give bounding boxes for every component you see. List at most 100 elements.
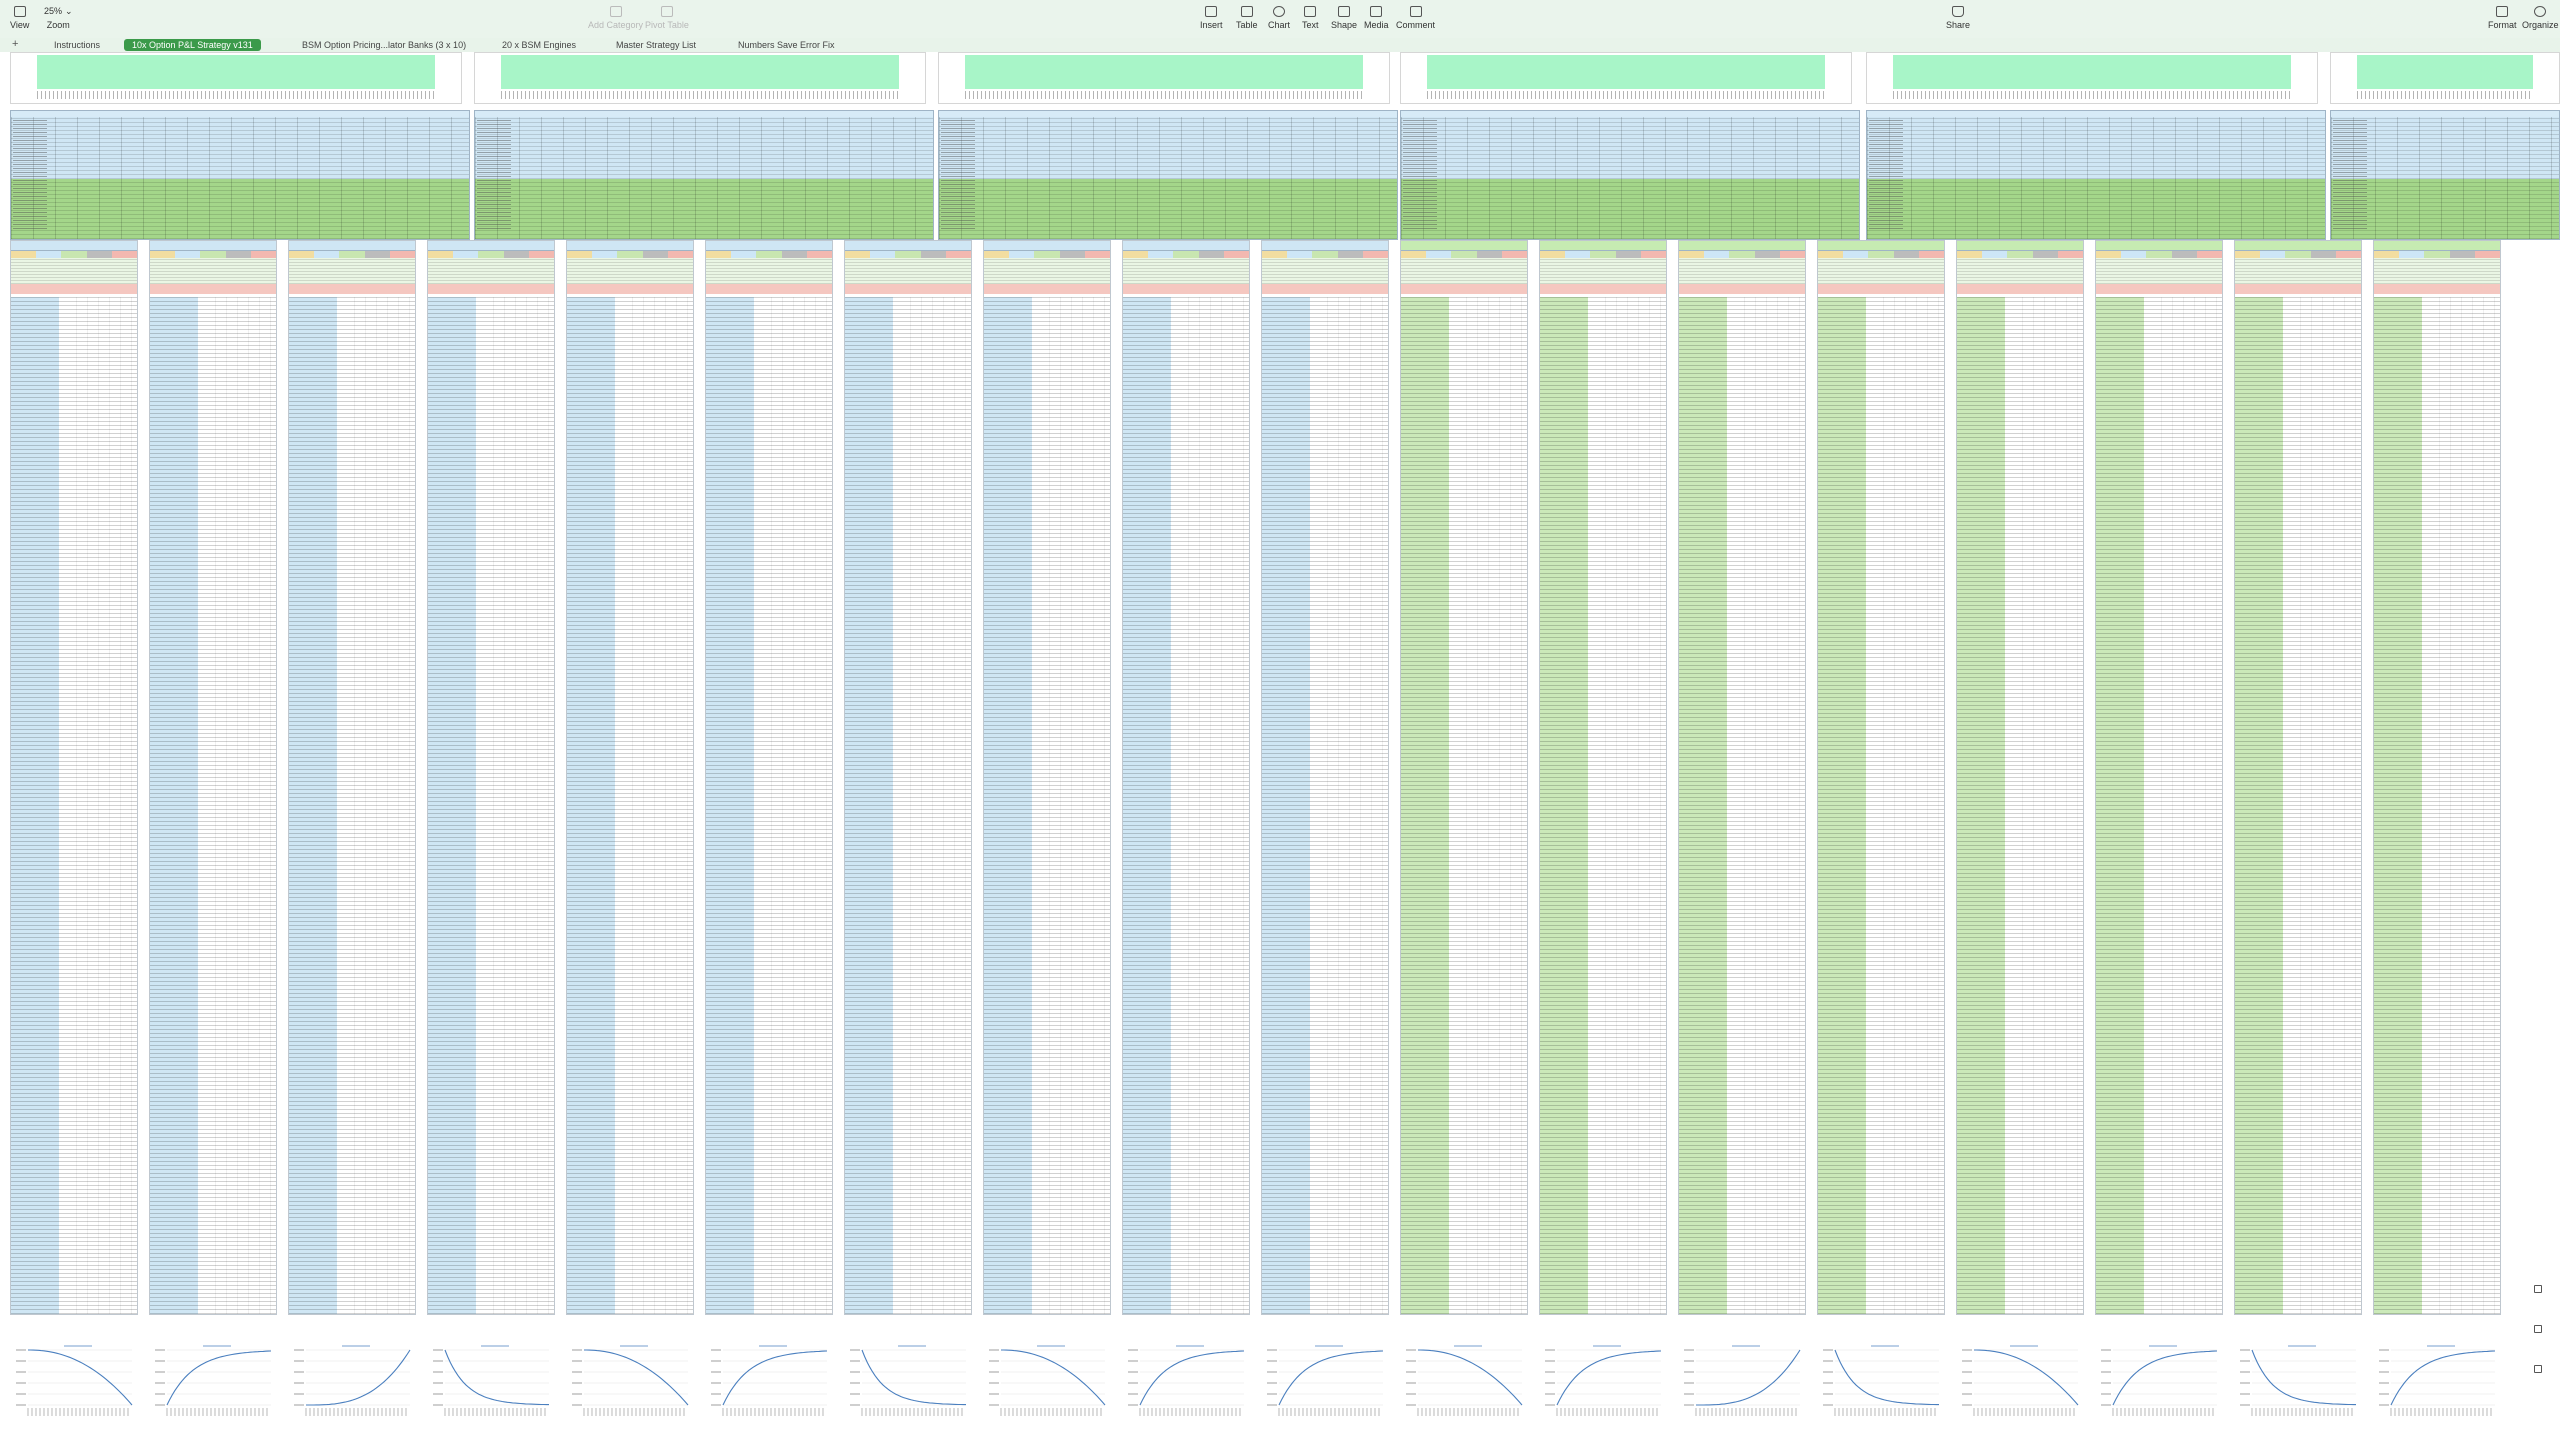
option-model-table[interactable] bbox=[2330, 110, 2560, 240]
strategy-summary-row bbox=[1679, 284, 1805, 294]
area-chart[interactable] bbox=[474, 52, 926, 104]
chart-area bbox=[965, 55, 1363, 89]
strategy-table[interactable] bbox=[1539, 240, 1667, 1315]
strategy-table[interactable] bbox=[844, 240, 972, 1315]
strategy-table-legend bbox=[289, 251, 415, 258]
payoff-line-chart[interactable] bbox=[153, 1342, 275, 1420]
strategy-table[interactable] bbox=[1817, 240, 1945, 1315]
pivot-table-icon bbox=[660, 6, 673, 17]
pivot-table-button[interactable]: Pivot Table bbox=[645, 6, 689, 30]
add-category-button[interactable]: Add Category bbox=[588, 6, 643, 30]
strategy-table[interactable] bbox=[2095, 240, 2223, 1315]
area-chart[interactable] bbox=[2330, 52, 2560, 104]
share-button[interactable]: Share bbox=[1946, 6, 1970, 30]
payoff-line-chart[interactable] bbox=[1404, 1342, 1526, 1420]
table-handle-icon[interactable] bbox=[2534, 1285, 2542, 1293]
payoff-line-chart[interactable] bbox=[709, 1342, 831, 1420]
insert-icon bbox=[1205, 6, 1218, 17]
model-outputs-section bbox=[939, 179, 1397, 239]
option-model-table[interactable] bbox=[10, 110, 470, 240]
tab-master-strategy-list[interactable]: Master Strategy List bbox=[616, 40, 697, 50]
chart-axis-ticks bbox=[2357, 91, 2533, 99]
strategy-table[interactable] bbox=[149, 240, 277, 1315]
format-button[interactable]: Format bbox=[2488, 6, 2517, 30]
payoff-line-chart[interactable] bbox=[2238, 1342, 2360, 1420]
strategy-table[interactable] bbox=[1122, 240, 1250, 1315]
payoff-line-chart[interactable] bbox=[2099, 1342, 2221, 1420]
payoff-line-chart[interactable] bbox=[292, 1342, 414, 1420]
media-label: Media bbox=[1364, 20, 1389, 30]
strategy-table[interactable] bbox=[2373, 240, 2501, 1315]
strategy-table[interactable] bbox=[288, 240, 416, 1315]
table-rows bbox=[2374, 297, 2500, 1314]
strategy-table[interactable] bbox=[2234, 240, 2362, 1315]
tab-numbers-save-error-fix[interactable]: Numbers Save Error Fix bbox=[738, 40, 835, 50]
option-model-table[interactable] bbox=[938, 110, 1398, 240]
table-rows bbox=[1957, 297, 2083, 1314]
price-column bbox=[567, 297, 615, 1314]
model-header bbox=[11, 111, 469, 117]
tab-bsm-option-pricing[interactable]: BSM Option Pricing...lator Banks (3 x 10… bbox=[302, 40, 467, 50]
line-chart-svg bbox=[155, 1345, 272, 1416]
option-model-table[interactable] bbox=[474, 110, 934, 240]
area-chart[interactable] bbox=[10, 52, 462, 104]
payoff-line-chart[interactable] bbox=[1265, 1342, 1387, 1420]
strategy-table[interactable] bbox=[1678, 240, 1806, 1315]
text-icon bbox=[1304, 6, 1317, 17]
model-row-labels bbox=[1869, 119, 1903, 229]
shape-button[interactable]: Shape bbox=[1331, 6, 1357, 30]
table-handle-icon[interactable] bbox=[2534, 1325, 2542, 1333]
sheet-canvas[interactable] bbox=[0, 52, 2560, 1440]
payoff-line-chart[interactable] bbox=[848, 1342, 970, 1420]
payoff-line-chart[interactable] bbox=[1821, 1342, 1943, 1420]
series-line bbox=[1139, 1350, 1245, 1406]
strategy-table[interactable] bbox=[1261, 240, 1389, 1315]
strategy-table[interactable] bbox=[10, 240, 138, 1315]
comment-icon bbox=[1409, 6, 1422, 17]
payoff-line-chart[interactable] bbox=[1126, 1342, 1248, 1420]
strategy-params bbox=[428, 258, 554, 284]
option-model-table[interactable] bbox=[1400, 110, 1860, 240]
strategy-table[interactable] bbox=[705, 240, 833, 1315]
organize-button[interactable]: Organize bbox=[2522, 6, 2559, 30]
strategy-table-title bbox=[845, 241, 971, 251]
tab-instructions[interactable]: Instructions bbox=[54, 40, 101, 50]
table-rows bbox=[1123, 297, 1249, 1314]
insert-button[interactable]: Insert bbox=[1200, 6, 1223, 30]
payoff-line-chart[interactable] bbox=[431, 1342, 553, 1420]
tab-option-pl-strategy[interactable]: 10x Option P&L Strategy v131 bbox=[124, 39, 261, 51]
option-model-table[interactable] bbox=[1866, 110, 2326, 240]
model-outputs-section bbox=[475, 179, 933, 239]
strategy-params bbox=[1818, 258, 1944, 284]
strategy-table-title bbox=[1123, 241, 1249, 251]
payoff-line-chart[interactable] bbox=[2377, 1342, 2499, 1420]
area-chart[interactable] bbox=[938, 52, 1390, 104]
chart-button[interactable]: Chart bbox=[1268, 6, 1290, 30]
payoff-line-chart[interactable] bbox=[14, 1342, 136, 1420]
payoff-line-chart[interactable] bbox=[1960, 1342, 2082, 1420]
view-button[interactable]: View bbox=[10, 6, 29, 30]
payoff-line-chart[interactable] bbox=[1543, 1342, 1665, 1420]
area-chart[interactable] bbox=[1400, 52, 1852, 104]
model-inputs-section bbox=[1867, 117, 2325, 179]
comment-button[interactable]: Comment bbox=[1396, 6, 1435, 30]
add-sheet-plus-icon[interactable]: + bbox=[12, 38, 19, 50]
strategy-table[interactable] bbox=[566, 240, 694, 1315]
payoff-line-chart[interactable] bbox=[570, 1342, 692, 1420]
table-button[interactable]: Table bbox=[1236, 6, 1258, 30]
payoff-line-chart[interactable] bbox=[987, 1342, 1109, 1420]
model-header bbox=[939, 111, 1397, 117]
model-row-labels bbox=[477, 119, 511, 229]
area-chart[interactable] bbox=[1866, 52, 2318, 104]
strategy-table[interactable] bbox=[983, 240, 1111, 1315]
text-button[interactable]: Text bbox=[1302, 6, 1319, 30]
strategy-table[interactable] bbox=[1400, 240, 1528, 1315]
media-button[interactable]: Media bbox=[1364, 6, 1389, 30]
line-chart-svg bbox=[1406, 1345, 1523, 1416]
zoom-menu[interactable]: 25% ⌄ Zoom bbox=[44, 6, 73, 30]
payoff-line-chart[interactable] bbox=[1682, 1342, 1804, 1420]
tab-bsm-engines[interactable]: 20 x BSM Engines bbox=[502, 40, 577, 50]
strategy-table[interactable] bbox=[1956, 240, 2084, 1315]
table-handle-icon[interactable] bbox=[2534, 1365, 2542, 1373]
strategy-table[interactable] bbox=[427, 240, 555, 1315]
